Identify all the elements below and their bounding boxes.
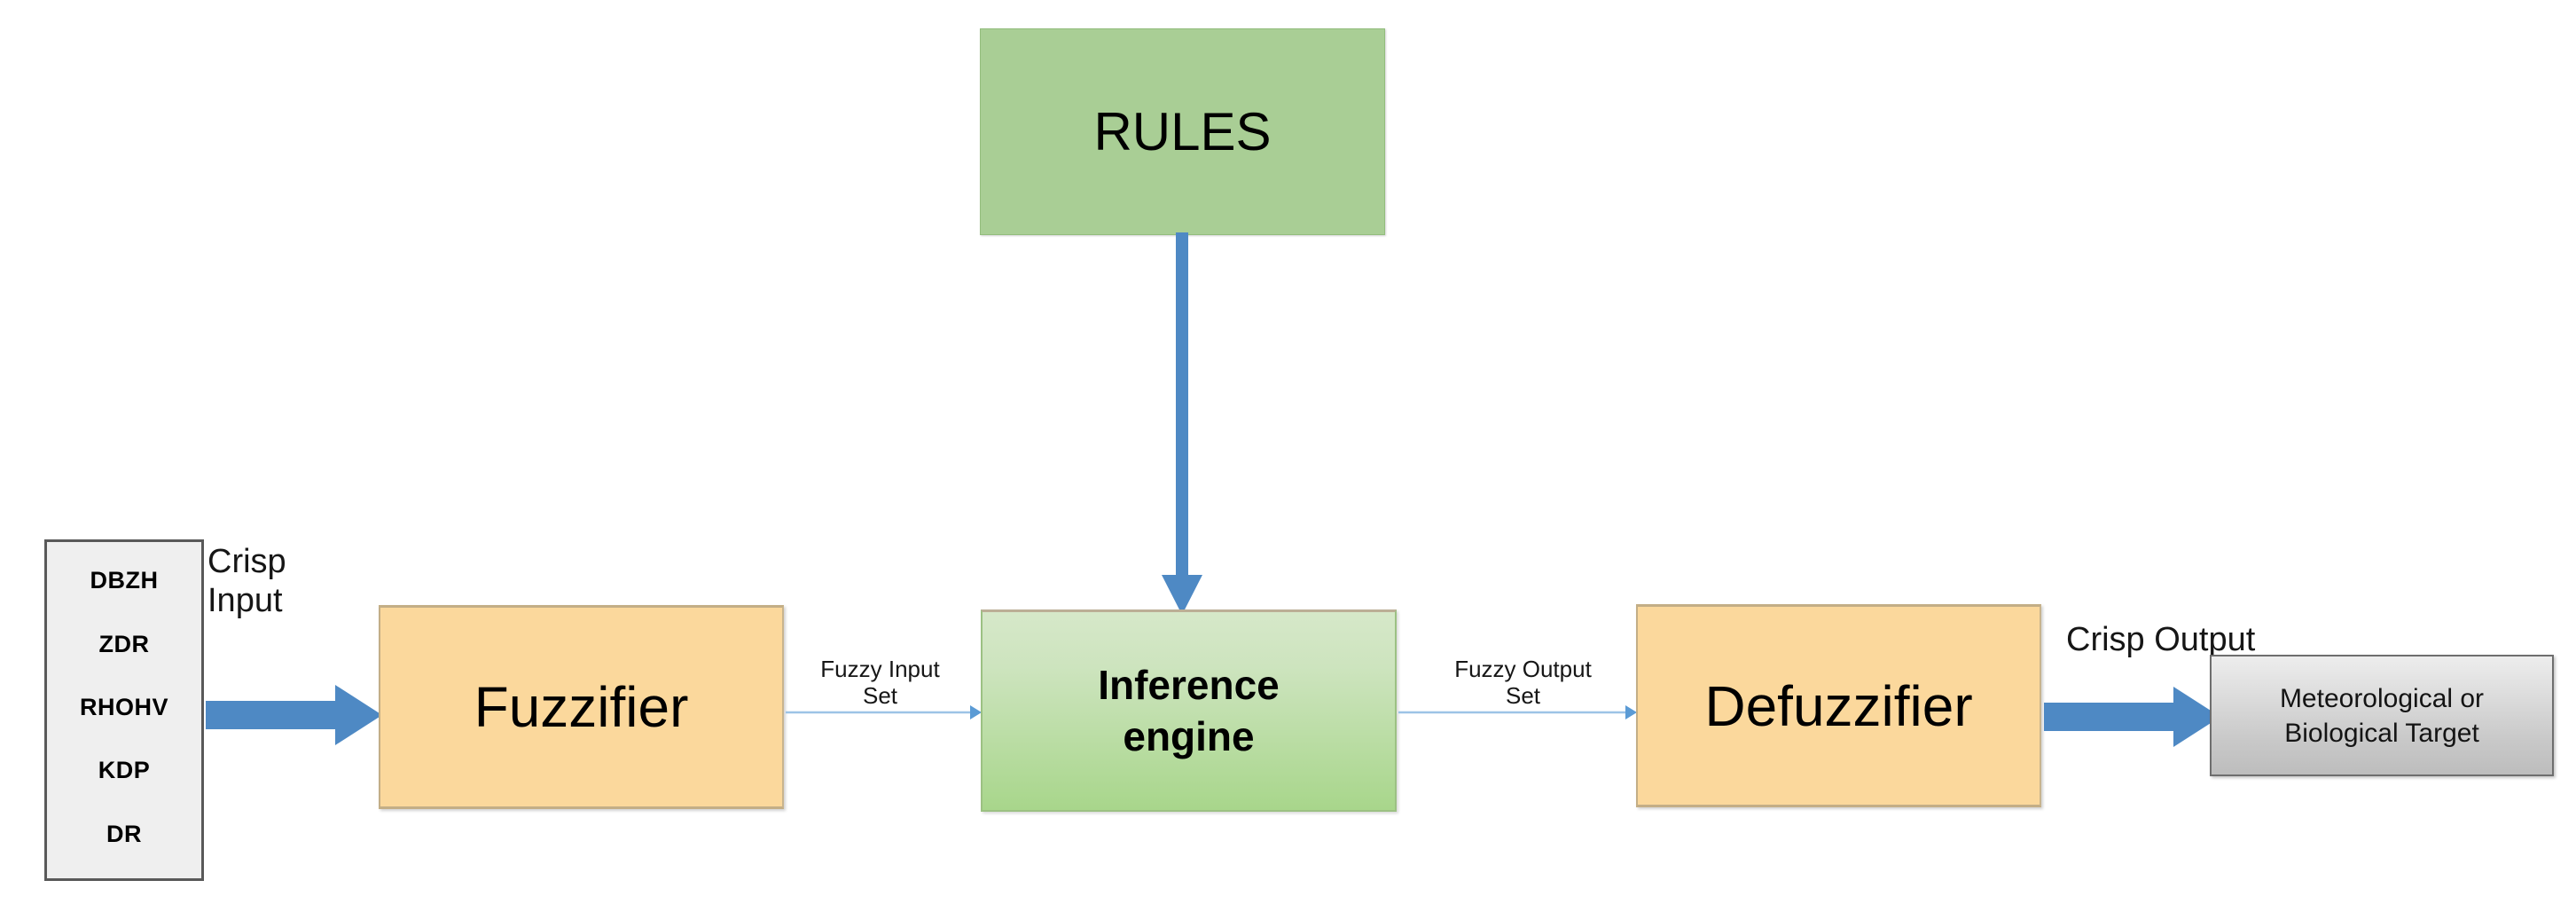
edge-label-crisp-output: Crisp Output	[2066, 621, 2256, 658]
input-variable-dr: DR	[106, 820, 142, 847]
edge-label-crisp-input: Crisp Input	[207, 543, 286, 619]
input-variable-kdp: KDP	[98, 757, 151, 784]
edge-label-fuzzy-input-set: Fuzzy Input Set	[820, 656, 940, 709]
node-rules: RULES	[980, 28, 1385, 235]
connector-inference-to-defuzzifier	[1398, 701, 1638, 724]
node-target-output-label-line1: Meteorological or	[2279, 683, 2485, 713]
node-rules-label: RULES	[1093, 101, 1272, 161]
node-target-output-label-line2: Biological Target	[2284, 718, 2479, 748]
node-defuzzifier: Defuzzifier	[1636, 604, 2041, 807]
node-fuzzifier: Fuzzifier	[379, 605, 784, 809]
node-inference-engine-label-line1: Inference	[1098, 662, 1280, 708]
node-fuzzifier-label: Fuzzifier	[474, 675, 689, 739]
node-defuzzifier-label: Defuzzifier	[1704, 673, 1973, 738]
arrow-rules-to-inference	[1153, 232, 1211, 616]
node-inference-engine-label-line2: engine	[1123, 712, 1255, 759]
arrow-crisp-input	[206, 683, 383, 747]
node-inference-engine: Inference engine	[981, 609, 1397, 812]
arrow-crisp-output	[2044, 685, 2221, 749]
input-variable-rhohv: RHOHV	[79, 693, 168, 720]
input-variable-dbzh: DBZH	[90, 567, 159, 594]
connector-fuzzifier-to-inference	[786, 701, 983, 724]
edge-label-fuzzy-output-set: Fuzzy Output Set	[1454, 656, 1592, 709]
node-target-output: Meteorological or Biological Target	[2210, 655, 2554, 776]
input-variable-zdr: ZDR	[98, 630, 150, 657]
input-variables-box: DBZH ZDR RHOHV KDP DR	[44, 539, 204, 881]
